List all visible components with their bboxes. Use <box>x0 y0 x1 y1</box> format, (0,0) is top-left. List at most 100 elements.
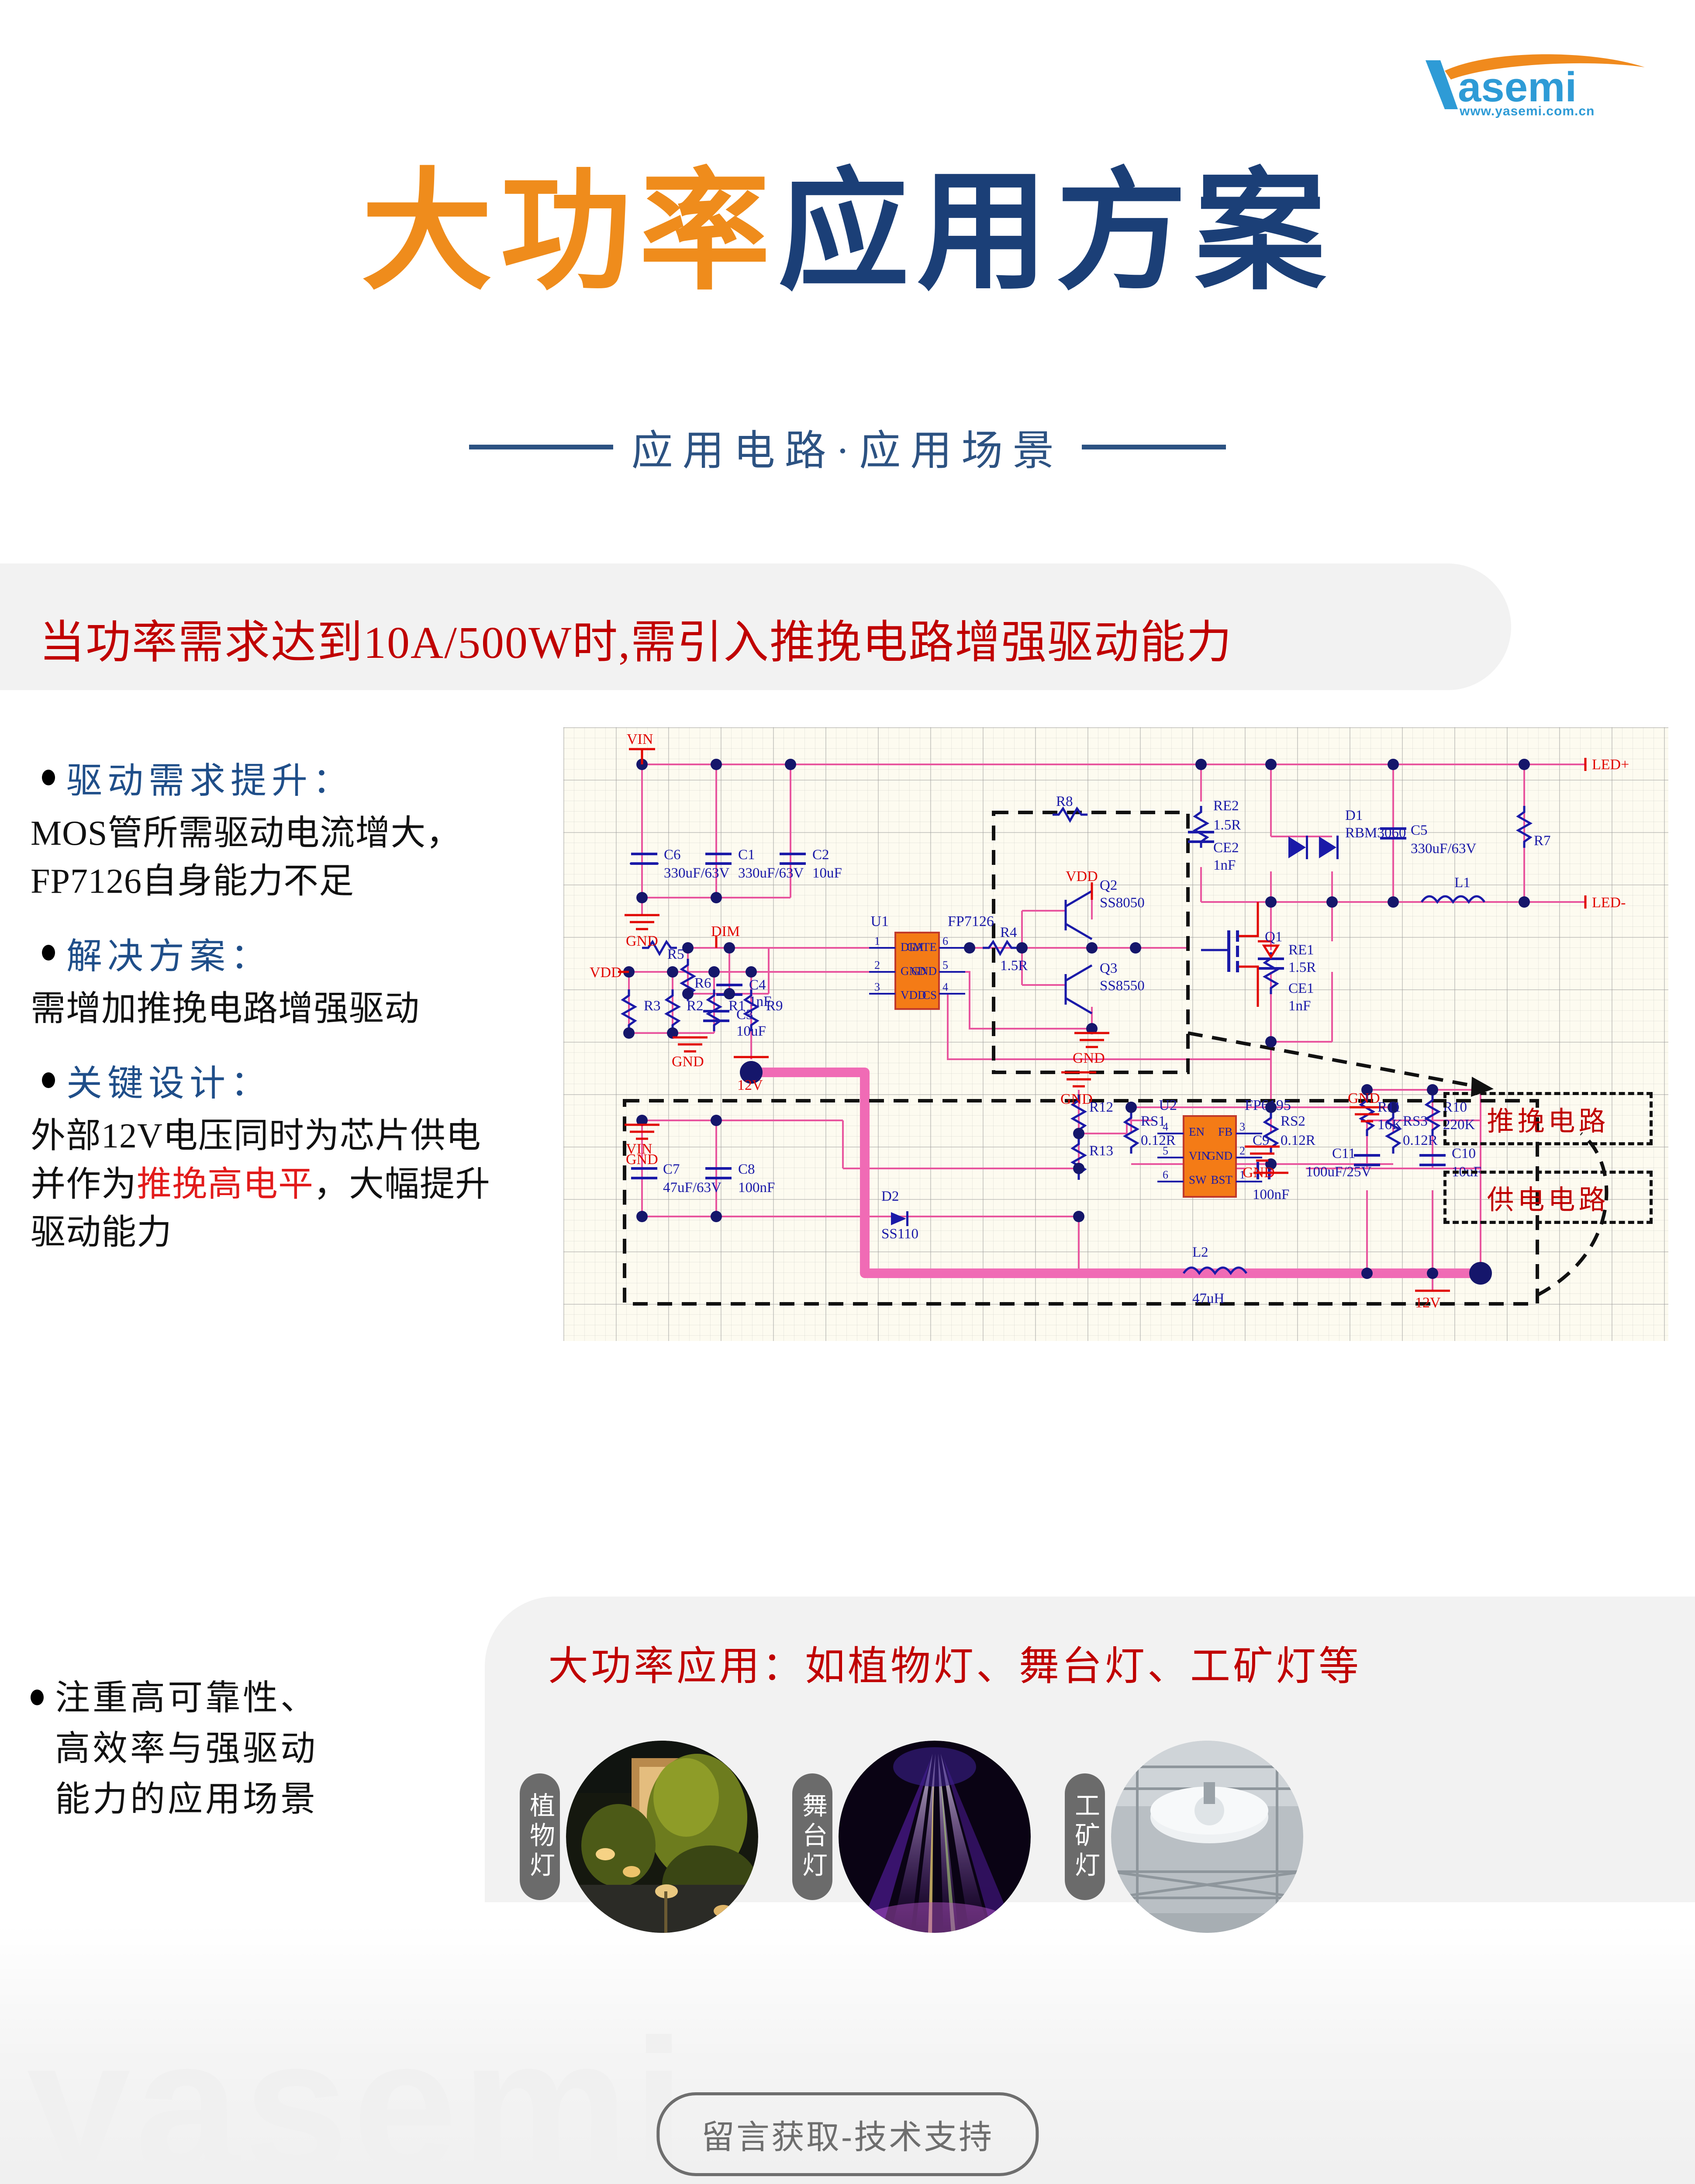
svg-text:GND: GND <box>901 964 926 978</box>
bullet-1-body-line-1: MOS管所需驱动电流增大， <box>31 814 462 853</box>
bullet-3-body-post: ，大幅提升 <box>314 1165 490 1204</box>
svg-text:3: 3 <box>1239 1120 1245 1133</box>
svg-text:C4: C4 <box>749 977 766 993</box>
schematic-svg: U1 FP7126 DIM GATE GND GND VDD CS 1 2 3 … <box>590 731 1629 1311</box>
svg-text:R6: R6 <box>694 975 711 991</box>
svg-text:1.5R: 1.5R <box>1288 960 1316 975</box>
svg-text:R10: R10 <box>1443 1099 1467 1115</box>
contact-support-button[interactable]: 留言获取-技术支持 <box>656 2092 1039 2176</box>
svg-text:asemi: asemi <box>1458 64 1577 111</box>
svg-text:100nF: 100nF <box>738 1180 775 1196</box>
svg-text:RS2: RS2 <box>1281 1113 1305 1129</box>
page-title-orange: 大功率 <box>361 158 778 305</box>
bottom-bullet-line-2: 高效率与强驱动 <box>55 1730 318 1768</box>
bottom-bullet-line-3: 能力的应用场景 <box>55 1780 318 1819</box>
svg-text:100uF/25V: 100uF/25V <box>1306 1164 1372 1180</box>
svg-text:GND: GND <box>1073 1050 1105 1066</box>
svg-text:4: 4 <box>942 981 948 993</box>
bullet-block-3: 关键设计： 外部12V电压同时为芯片供电 并作为推挽高电平，大幅提升 驱动能力 <box>31 1054 594 1257</box>
bullet-3-heading: 关键设计： <box>66 1064 272 1104</box>
svg-text:1nF: 1nF <box>749 994 771 1009</box>
ic-u2-fp6195: U2 FP6195 EN FB VIN GND SW BST 4 5 6 3 2… <box>1157 1097 1291 1198</box>
net-flags <box>618 749 1587 973</box>
svg-text:10uF: 10uF <box>736 1023 766 1039</box>
inductor-symbols <box>1182 895 1486 1275</box>
svg-text:10uF: 10uF <box>812 865 842 881</box>
svg-text:RBM3060: RBM3060 <box>1345 825 1406 841</box>
bullet-3-body-line-1: 外部12V电压同时为芯片供电 <box>31 1117 481 1156</box>
bullet-dot-icon <box>31 1690 44 1705</box>
svg-text:VIN: VIN <box>1189 1149 1210 1162</box>
bottom-background-wash <box>0 1925 1695 2184</box>
svg-text:C11: C11 <box>1332 1146 1356 1161</box>
bullet-3-body-line-3: 驱动能力 <box>31 1213 172 1252</box>
application-card-3-label: 工矿灯 <box>1065 1773 1105 1900</box>
bullet-3-body-line-2: 并作为推挽高电平，大幅提升 <box>31 1161 594 1209</box>
bullet-1-body-line-2: FP7126自身能力不足 <box>31 862 354 901</box>
svg-text:VIN: VIN <box>627 731 653 747</box>
subtitle-rule-right <box>1082 445 1226 449</box>
svg-text:L2: L2 <box>1192 1244 1208 1260</box>
svg-text:D1: D1 <box>1345 808 1363 823</box>
bullet-2-body-line-1: 需增加推挽电路增强驱动 <box>31 989 420 1028</box>
svg-text:47uH: 47uH <box>1192 1291 1224 1306</box>
ground-symbols <box>625 914 1384 1174</box>
bullet-1-body: MOS管所需驱动电流增大， FP7126自身能力不足 <box>31 809 594 906</box>
svg-text:16K: 16K <box>1377 1117 1402 1133</box>
svg-text:1.5R: 1.5R <box>1213 817 1241 833</box>
svg-text:RS3: RS3 <box>1403 1113 1428 1129</box>
svg-text:GND: GND <box>911 964 937 978</box>
bullet-3-body-pre: 并作为 <box>31 1165 137 1204</box>
ic-u1-fp7126: U1 FP7126 DIM GATE GND GND VDD CS 1 2 3 … <box>869 913 994 1010</box>
svg-text:C5: C5 <box>1411 822 1428 838</box>
subtitle-row: 应用电路·应用场景 <box>0 417 1695 477</box>
page-title: 大功率应用方案 <box>0 166 1695 297</box>
svg-text:BST: BST <box>1211 1173 1232 1186</box>
svg-text:RS1: RS1 <box>1141 1113 1166 1129</box>
svg-text:GND: GND <box>1348 1090 1380 1106</box>
mosfet-q1-symbol <box>1227 930 1239 972</box>
svg-text:CE1: CE1 <box>1288 981 1314 996</box>
svg-text:12V: 12V <box>737 1077 763 1093</box>
svg-text:CE2: CE2 <box>1213 840 1239 856</box>
svg-text:0.12R: 0.12R <box>1141 1133 1176 1148</box>
svg-text:LED-: LED- <box>1592 895 1626 911</box>
svg-text:4: 4 <box>1163 1120 1168 1133</box>
left-text-column: 驱动需求提升： MOS管所需驱动电流增大， FP7126自身能力不足 解决方案：… <box>31 751 594 1278</box>
subtitle-rule-left <box>469 445 613 449</box>
svg-text:6: 6 <box>1163 1168 1168 1181</box>
svg-text:EN: EN <box>1189 1125 1205 1138</box>
highbay-lighting-photo <box>1111 1741 1303 1933</box>
application-card-1: 植物灯 <box>520 1741 758 1933</box>
garden-lighting-photo <box>566 1741 758 1933</box>
brand-logo[interactable]: asemi www.yasemi.com.cn <box>1418 52 1662 118</box>
svg-text:VDD: VDD <box>901 988 926 1002</box>
svg-text:R9: R9 <box>766 998 783 1014</box>
svg-text:12V: 12V <box>1415 1295 1441 1311</box>
svg-text:100nF: 100nF <box>1253 1187 1289 1203</box>
callout-power-circuit: 供电电路 <box>1443 1171 1653 1224</box>
capacitor-symbols <box>630 827 1446 1179</box>
svg-text:SS8550: SS8550 <box>1100 978 1145 994</box>
svg-text:0.12R: 0.12R <box>1403 1133 1438 1148</box>
svg-text:C10: C10 <box>1452 1146 1476 1161</box>
transistor-symbols <box>1064 890 1093 1015</box>
svg-text:GND: GND <box>1243 1165 1275 1181</box>
svg-text:3: 3 <box>874 981 880 993</box>
svg-text:GND: GND <box>626 933 658 949</box>
svg-text:SS8050: SS8050 <box>1100 895 1145 911</box>
svg-text:GATE: GATE <box>907 940 937 954</box>
svg-text:5: 5 <box>942 959 948 971</box>
svg-text:RE2: RE2 <box>1213 798 1239 814</box>
leader-lines <box>1188 1031 1609 1297</box>
applications-title: 大功率应用：如植物灯、舞台灯、工矿灯等 <box>548 1644 1362 1689</box>
svg-text:R11: R11 <box>1377 1099 1401 1115</box>
svg-text:C8: C8 <box>738 1161 755 1177</box>
bottom-bullet-line-1: 注重高可靠性、 <box>55 1679 318 1717</box>
svg-text:SS110: SS110 <box>881 1226 918 1242</box>
svg-text:VIN: VIN <box>626 1141 652 1157</box>
svg-text:6: 6 <box>942 935 948 947</box>
bullet-2-heading-row: 解决方案： <box>31 927 594 979</box>
svg-text:1: 1 <box>874 935 880 947</box>
mosfet-q1-body <box>1239 902 1280 1007</box>
